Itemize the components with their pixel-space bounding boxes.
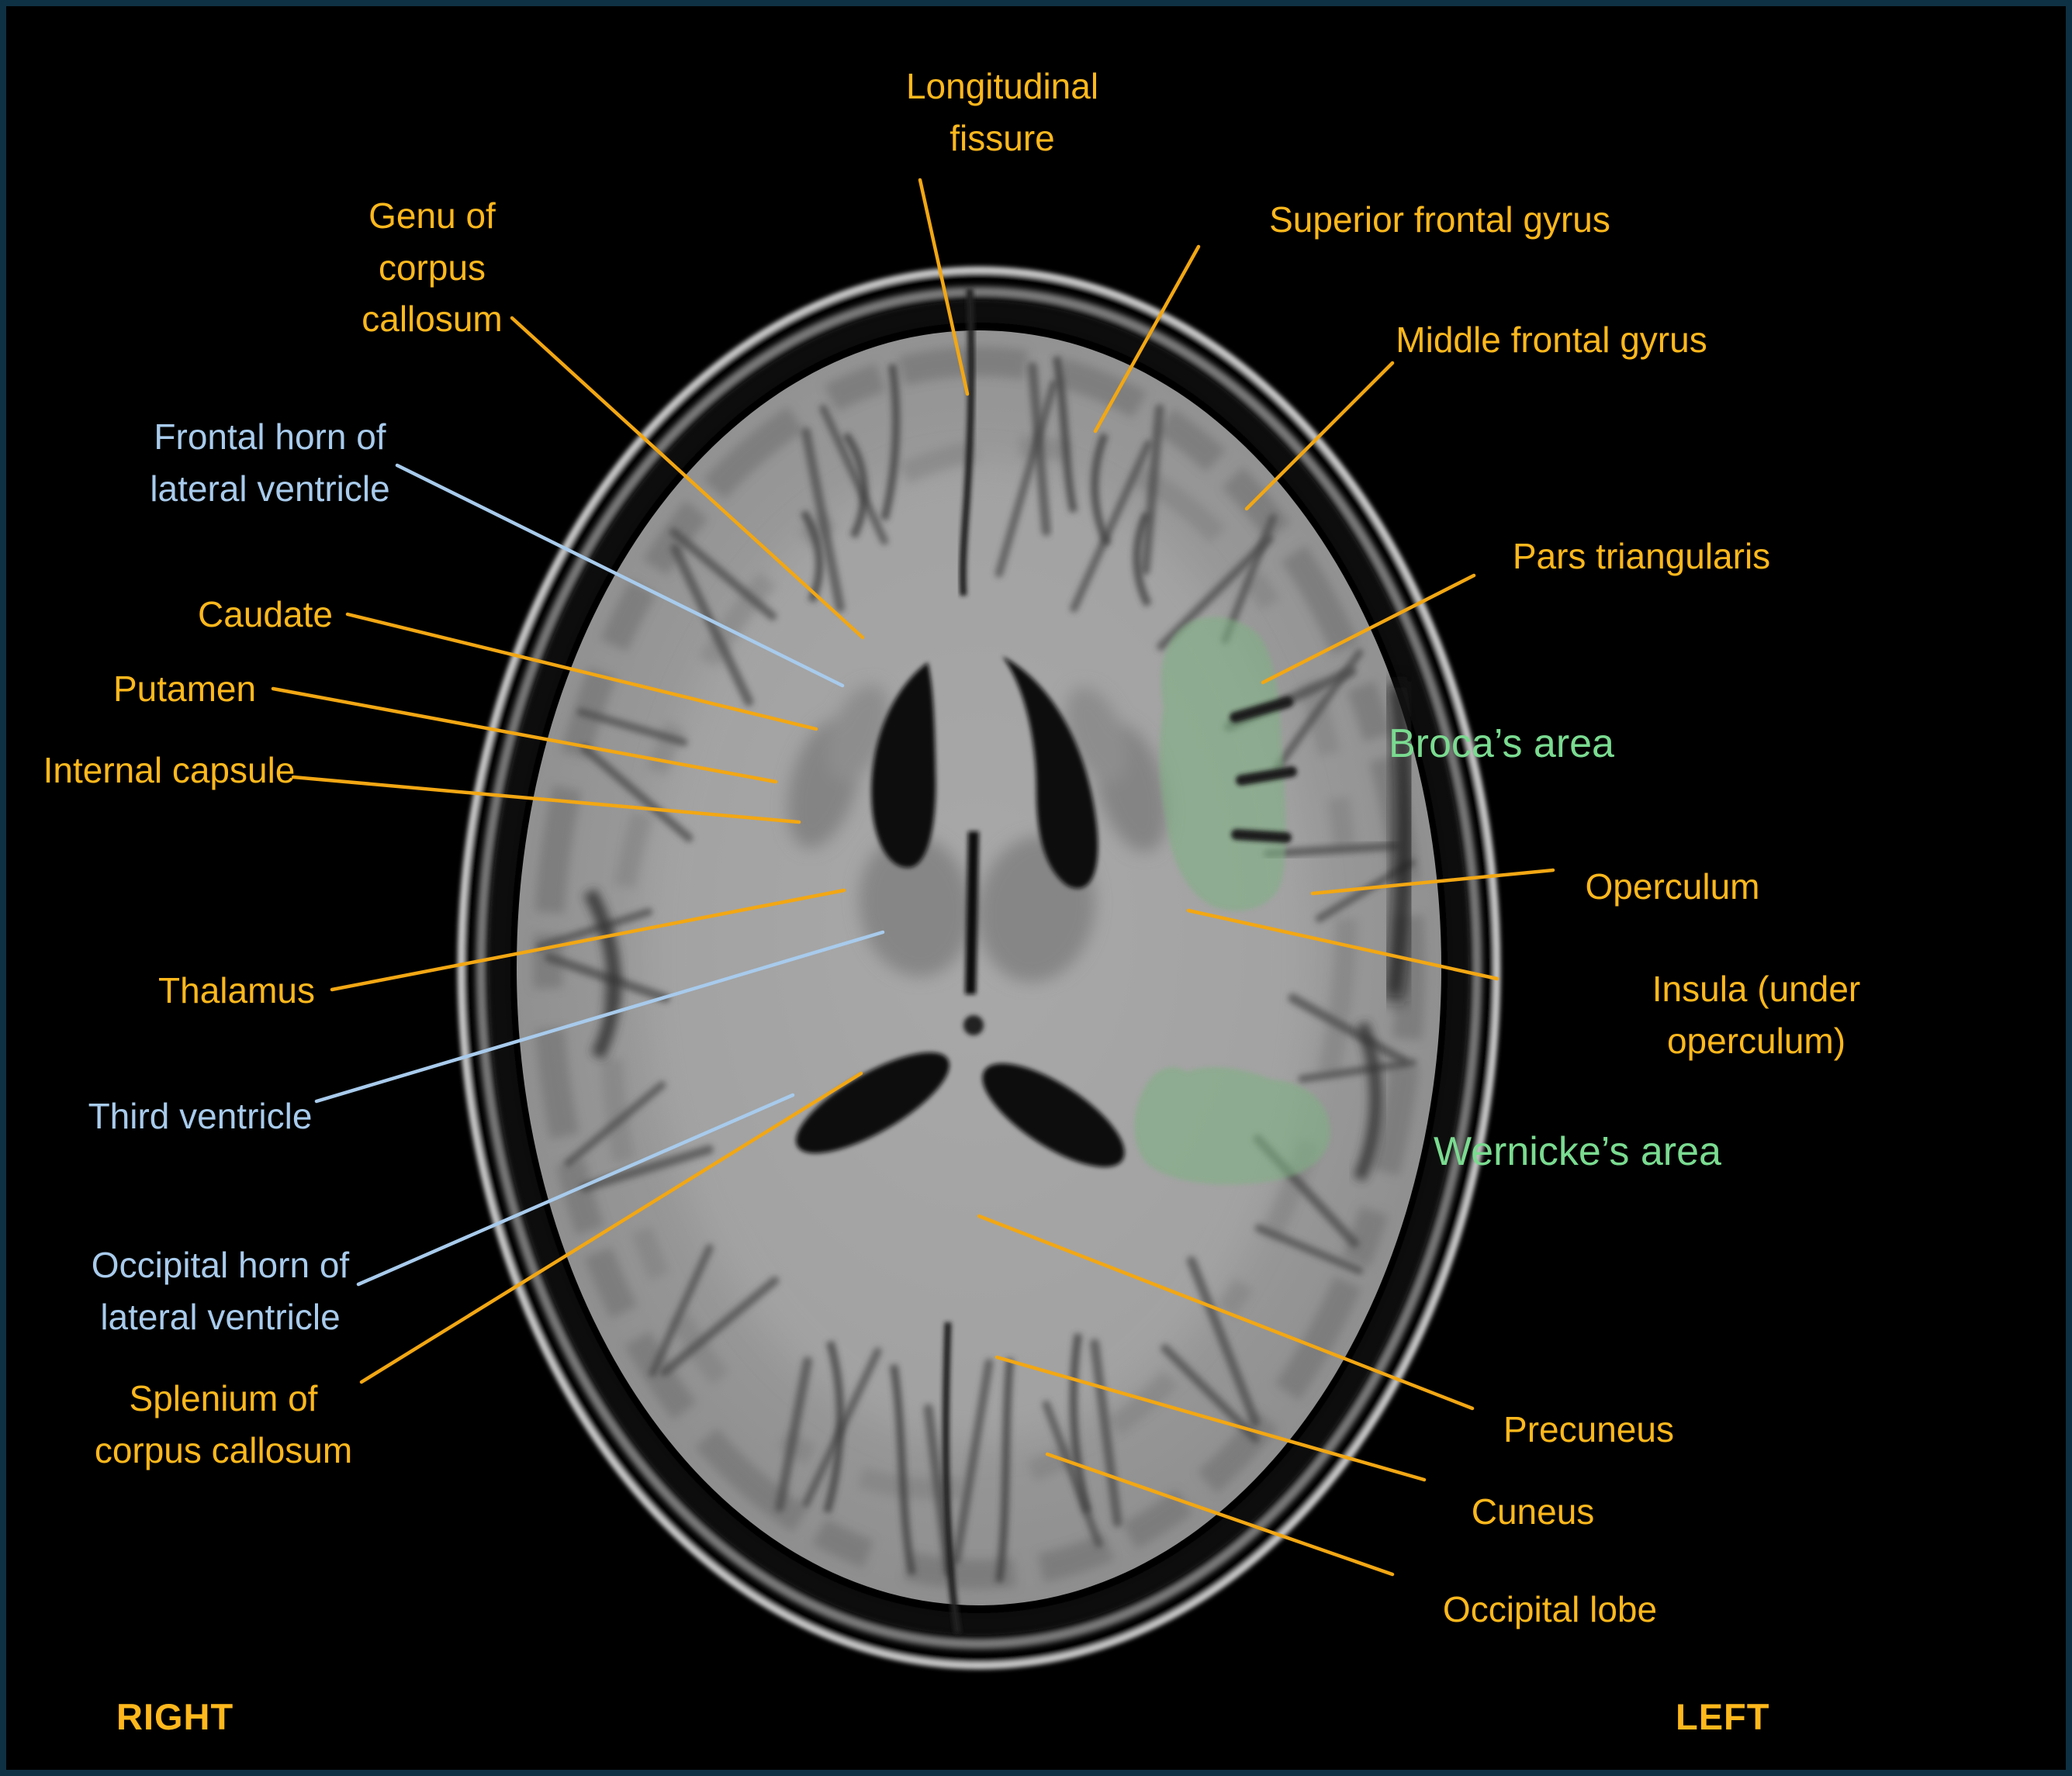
white-matter (645, 465, 1313, 1443)
occipital-horn-right (982, 1063, 1125, 1167)
leader-superior-frontal-gyrus (1093, 244, 1201, 434)
label-middle-frontal-gyrus: Middle frontal gyrus (1396, 320, 1707, 360)
sulcus-line (774, 1356, 812, 1512)
sulcus-line (801, 427, 845, 613)
sulcus-line (580, 744, 694, 842)
label-splenium-corpus-callosum: Splenium of corpus callosum (94, 1378, 353, 1470)
sulcus-line (819, 404, 889, 545)
label-superior-frontal-gyrus: Superior frontal gyrus (1269, 199, 1610, 240)
label-pars-triangularis: Pars triangularis (1512, 536, 1771, 576)
sulcus-line (660, 1276, 780, 1377)
leader-caudate (345, 612, 818, 731)
ventricles (796, 656, 1125, 1167)
label-genu-corpus-callosum: Genu of corpus callosum (361, 195, 503, 340)
leader-longitudinal-fissure (918, 178, 970, 396)
leader-genu-corpus-callosum (510, 316, 865, 640)
sulcus-line (923, 1404, 953, 1577)
sulcus-line (579, 1145, 714, 1193)
label-thalamus: Thalamus (158, 970, 315, 1011)
broca-sulci-notches (1230, 696, 1297, 843)
sulcus-line (1161, 1344, 1260, 1443)
sulcus-line (952, 1358, 994, 1564)
label-cuneus: Cuneus (1471, 1491, 1595, 1532)
label-internal-capsule: Internal capsule (43, 750, 296, 790)
sulcus-line (576, 707, 688, 747)
sulcus-line (564, 1081, 666, 1167)
label-insula: Insula (under operculum) (1652, 969, 1861, 1061)
occipital-sulci (823, 1333, 1091, 1583)
label-brocas-area: Broca’s area (1389, 721, 1614, 766)
leader-precuneus (977, 1214, 1475, 1411)
sulcus-line (1263, 841, 1399, 859)
leader-pars-triangularis (1261, 573, 1476, 685)
sulcus-line (670, 544, 754, 707)
label-operculum: Operculum (1585, 866, 1760, 907)
leader-occipital-lobe (1045, 1452, 1395, 1577)
sulcus-line (1070, 440, 1153, 613)
sulcus-line (649, 1244, 714, 1377)
highlight-wernickes-area (1134, 1067, 1330, 1185)
skull-band (476, 286, 1482, 1650)
sulcus-line (536, 907, 653, 951)
label-third-ventricle: Third ventricle (88, 1096, 313, 1136)
thalamus-left (859, 834, 972, 977)
csf-gap (489, 301, 1469, 1635)
occipital-horn-left (796, 1052, 950, 1153)
label-precuneus: Precuneus (1503, 1409, 1674, 1449)
sulcus-line (1298, 1059, 1417, 1083)
leader-putamen (271, 686, 778, 784)
deep-gray-structures (787, 684, 1167, 983)
label-longitudinal-fissure: Longitudinal fissure (905, 66, 1099, 158)
sulcus-line (1186, 1256, 1261, 1427)
sulcus-line (1254, 1224, 1364, 1275)
label-wernickes-area: Wernicke’s area (1434, 1129, 1721, 1174)
leader-frontal-horn (395, 463, 845, 688)
leader-third-ventricle (314, 930, 885, 1104)
sulcus-line (669, 527, 777, 620)
longitudinal-fissure-anterior (959, 288, 975, 596)
orientation-marker-left: LEFT (1676, 1696, 1770, 1737)
third-ventricle-slit (965, 831, 979, 994)
sulcus-line (1221, 513, 1277, 644)
label-occipital-horn-lateral-ventricle: Occipital horn of lateral ventricle (91, 1245, 350, 1337)
sulcus-line (1090, 1339, 1122, 1528)
sulcus-line (994, 380, 1058, 578)
leader-occipital-horn (356, 1093, 795, 1287)
leader-internal-capsule (291, 775, 801, 824)
leader-cuneus (994, 1355, 1427, 1482)
leader-middle-frontal-gyrus (1244, 361, 1395, 511)
label-putamen: Putamen (112, 669, 257, 709)
sulcus-line (1288, 993, 1409, 1066)
label-caudate: Caudate (198, 594, 333, 634)
leader-splenium (359, 1071, 863, 1384)
sulcus-line (1042, 1400, 1103, 1548)
longitudinal-fissure-posterior (942, 1322, 962, 1634)
leader-lines (271, 178, 1555, 1577)
pineal-region (963, 1015, 984, 1035)
sulcus-line (1140, 404, 1164, 575)
cortical-ribbon-outer (533, 347, 1425, 1589)
sulcus-line (1274, 648, 1364, 771)
caudate-head-left (826, 684, 890, 782)
highlight-brocas-area (1159, 617, 1286, 911)
frontal-horn-right (1002, 656, 1098, 889)
orientation-marker-right: RIGHT (116, 1696, 234, 1737)
sulcus-line (1157, 534, 1274, 651)
label-occipital-lobe: Occipital lobe (1442, 1589, 1658, 1629)
frontal-horn-left (871, 662, 936, 868)
sulcus-line (1028, 361, 1051, 537)
leader-insula (1186, 908, 1500, 981)
leader-thalamus (330, 888, 846, 992)
leader-operculum (1310, 868, 1555, 896)
label-frontal-horn-lateral-ventricle: Frontal horn of lateral ventricle (150, 416, 390, 509)
